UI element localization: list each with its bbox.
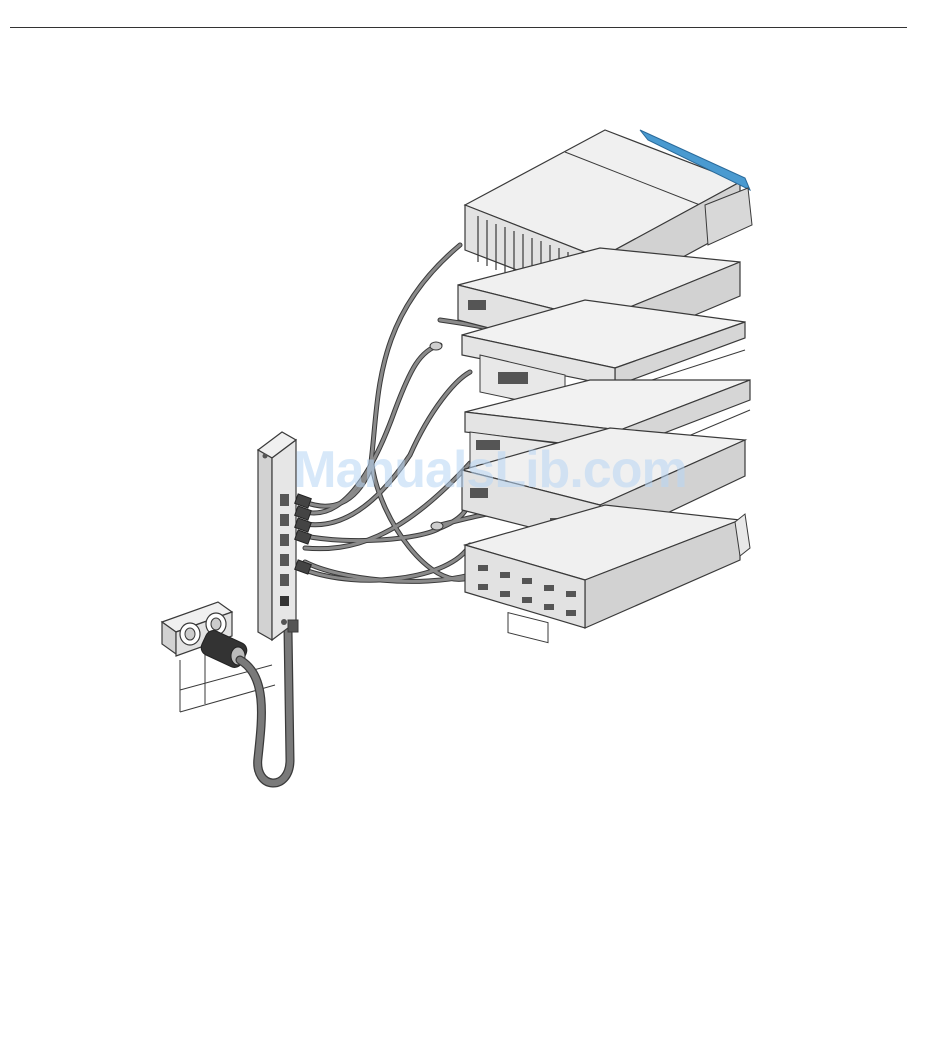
switch-2u (465, 505, 750, 628)
power-distribution-unit (258, 432, 298, 640)
main-power-cord (240, 630, 290, 783)
